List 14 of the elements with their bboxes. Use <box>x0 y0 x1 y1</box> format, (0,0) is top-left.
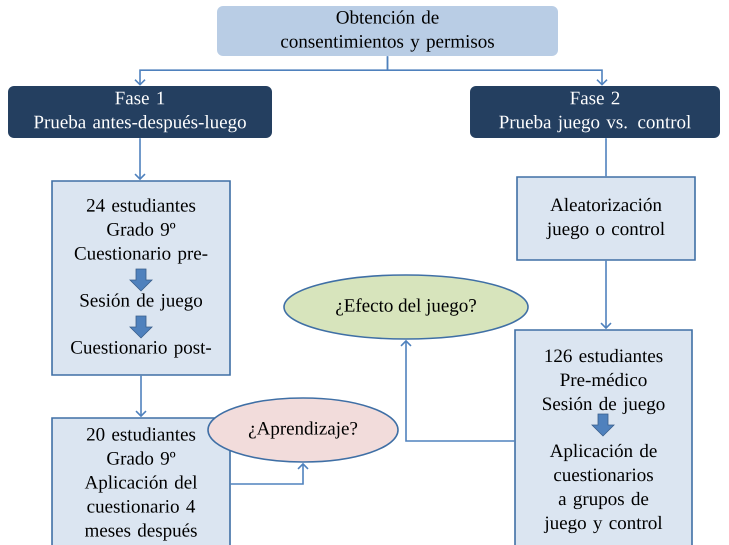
phase-box: Fase 2 Prueba juego vs. control <box>470 86 720 138</box>
connector-arrow <box>600 260 612 330</box>
process-box: 126 estudiantes Pre-médico Sesión de juego Aplicación de cuestionarios a grupos de juego y control <box>514 329 693 545</box>
process-box: Aleatorización juego o control <box>516 176 696 261</box>
connector-arrow <box>135 376 147 418</box>
connector-arrow <box>134 138 146 180</box>
connector-arrow <box>386 56 608 86</box>
process-box: 20 estudiantes Grado 9º Aplicación del cuestionario 4 meses después <box>51 417 231 545</box>
phase-box: Fase 1 Prueba antes-después-luego <box>8 86 272 138</box>
connector-arrow <box>230 462 309 485</box>
process-box: Obtención de consentimientos y permisos <box>217 6 558 56</box>
connector-arrow <box>400 340 514 442</box>
process-box: 24 estudiantes Grado 9º Cuestionario pre- Sesión de juego Cuestionario post- <box>51 180 231 376</box>
connector-line <box>605 138 607 176</box>
